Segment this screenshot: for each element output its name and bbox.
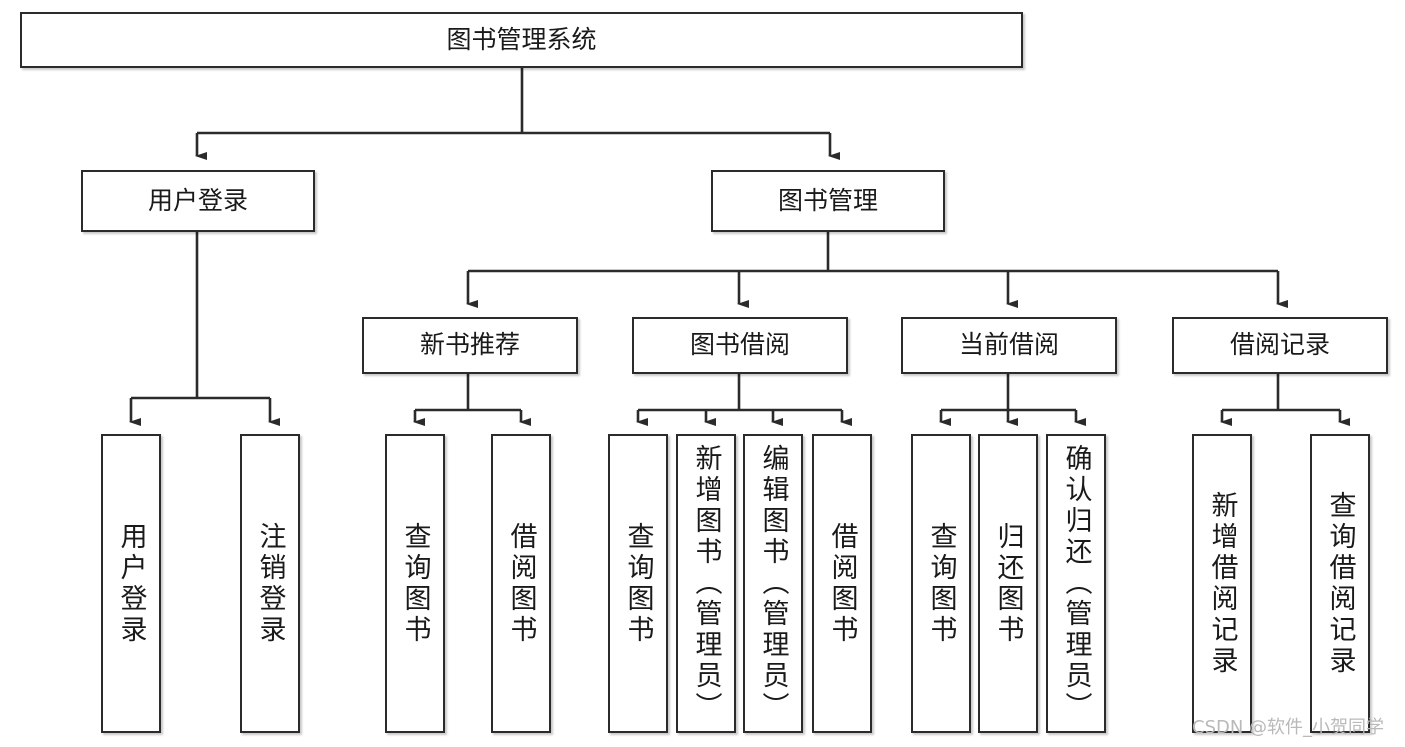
node-user-login[interactable]: 用户登录 (81, 170, 315, 232)
node-label: 用户登录 (115, 521, 147, 646)
node-label: 新增图书（管理员） (690, 444, 722, 723)
leaf-borrow-book-2[interactable]: 借阅图书 (812, 434, 872, 733)
leaf-borrow-book-1[interactable]: 借阅图书 (491, 434, 551, 733)
node-book-borrow[interactable]: 图书借阅 (632, 317, 848, 374)
node-borrow-record[interactable]: 借阅记录 (1172, 317, 1388, 374)
node-label: 用户登录 (147, 185, 248, 215)
node-label: 查询图书 (399, 521, 431, 646)
leaf-return-book[interactable]: 归还图书 (978, 434, 1038, 733)
node-current-borrow[interactable]: 当前借阅 (901, 317, 1117, 374)
leaf-query-record[interactable]: 查询借阅记录 (1310, 434, 1370, 733)
node-book-manage[interactable]: 图书管理 (711, 170, 945, 232)
leaf-query-book-1[interactable]: 查询图书 (385, 434, 445, 733)
node-label: 编辑图书（管理员） (757, 444, 789, 723)
leaf-add-record[interactable]: 新增借阅记录 (1192, 434, 1252, 733)
leaf-query-book-3[interactable]: 查询图书 (911, 434, 971, 733)
node-label: 查询借阅记录 (1324, 490, 1356, 677)
node-label: 新书推荐 (419, 330, 520, 360)
leaf-user-logout[interactable]: 注销登录 (240, 434, 300, 733)
node-label: 图书借阅 (689, 330, 790, 360)
leaf-user-login[interactable]: 用户登录 (101, 434, 161, 733)
node-label: 查询图书 (925, 521, 957, 646)
leaf-confirm-return[interactable]: 确认归还（管理员） (1046, 434, 1106, 733)
leaf-add-book[interactable]: 新增图书（管理员） (676, 434, 736, 733)
node-label: 确认归还（管理员） (1060, 444, 1092, 723)
csdn-watermark: CSDN @软件_小贺同学 (1192, 717, 1385, 738)
node-label: 当前借阅 (958, 330, 1059, 360)
node-label: 借阅图书 (505, 521, 537, 646)
leaf-edit-book[interactable]: 编辑图书（管理员） (743, 434, 803, 733)
node-label: 注销登录 (254, 521, 286, 646)
node-label: 查询图书 (622, 521, 654, 646)
node-label: 新增借阅记录 (1206, 490, 1238, 677)
node-label: 借阅图书 (826, 521, 858, 646)
node-label: 图书管理系统 (446, 24, 597, 54)
node-new-book-recommend[interactable]: 新书推荐 (362, 317, 578, 374)
node-label: 图书管理 (777, 185, 878, 215)
leaf-query-book-2[interactable]: 查询图书 (608, 434, 668, 733)
node-root-system[interactable]: 图书管理系统 (20, 12, 1023, 68)
node-label: 借阅记录 (1229, 330, 1330, 360)
node-label: 归还图书 (992, 521, 1024, 646)
